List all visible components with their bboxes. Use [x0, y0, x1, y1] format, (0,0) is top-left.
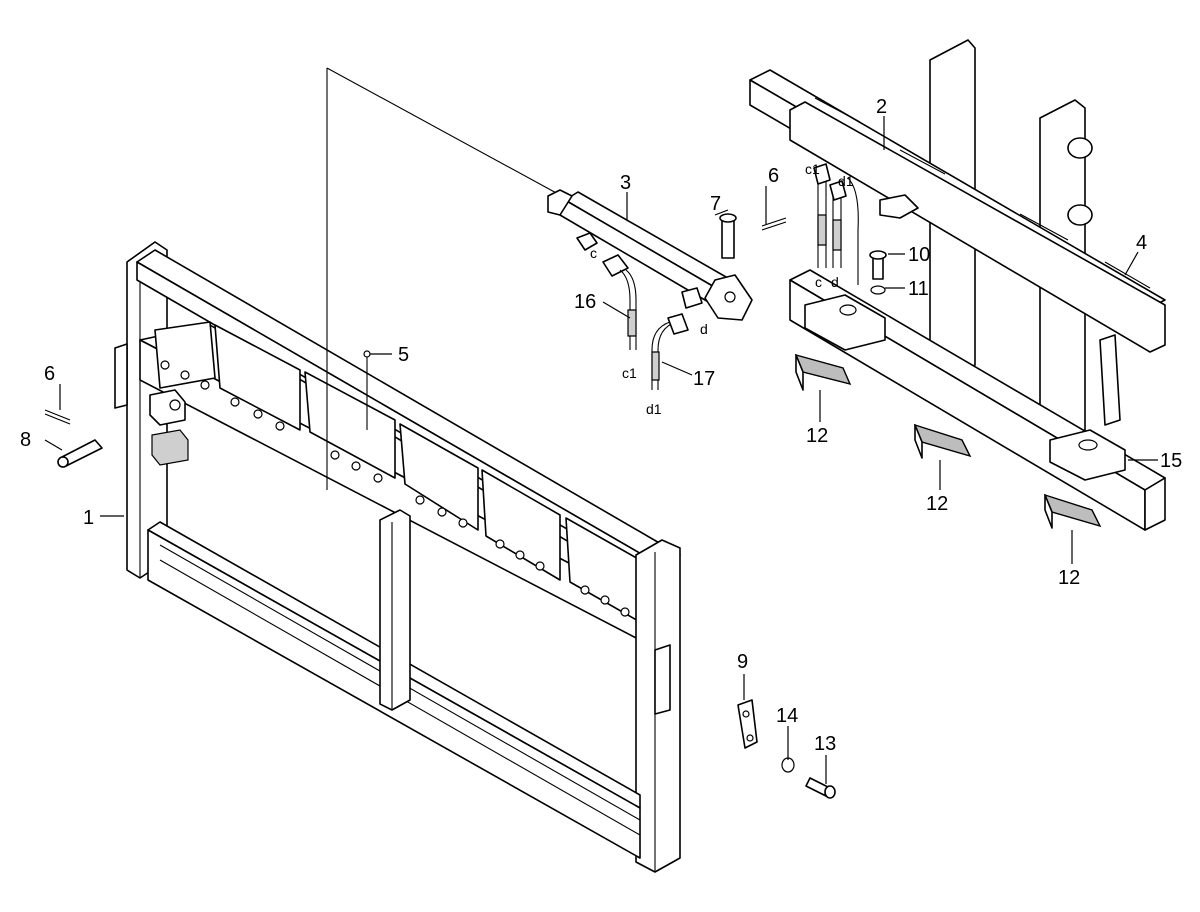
port-label-d-cylinder: d — [700, 321, 708, 337]
port-label-c-cylinder: c — [590, 245, 597, 261]
port-label-d-top: d — [831, 274, 839, 290]
leader-lines — [44, 116, 1158, 784]
callout-8: 8 — [20, 429, 31, 451]
callout-13: 13 — [814, 733, 836, 755]
callout-labels: 1 2 3 4 5 6 6 7 8 9 10 11 12 12 12 13 14… — [20, 96, 1182, 755]
callout-14: 14 — [776, 705, 798, 727]
callout-10: 10 — [908, 244, 930, 266]
fork-carriage-frame — [114, 67, 681, 873]
frame-holes — [160, 360, 630, 617]
hoses — [619, 163, 859, 390]
callout-7: 7 — [710, 193, 721, 215]
callout-4: 4 — [1136, 232, 1147, 254]
slide-pads — [794, 353, 1102, 529]
side-shift-bar — [749, 39, 1166, 531]
port-label-d1-hose: d1 — [646, 401, 662, 417]
callout-9: 9 — [737, 651, 748, 673]
callout-5: 5 — [398, 344, 409, 366]
callout-3: 3 — [620, 172, 631, 194]
callout-6-top: 6 — [768, 165, 779, 187]
callout-12-b: 12 — [926, 493, 948, 515]
callout-11: 11 — [908, 278, 929, 300]
callout-17: 17 — [693, 368, 715, 390]
callout-12-c: 12 — [1058, 567, 1080, 589]
callout-1: 1 — [83, 507, 94, 529]
callout-15: 15 — [1160, 450, 1182, 472]
callout-6-left: 6 — [44, 363, 55, 385]
hydraulic-cylinder — [547, 189, 753, 321]
port-label-c1-top: c1 — [805, 161, 820, 177]
callout-12-a: 12 — [806, 425, 828, 447]
port-labels: c d c1 d1 c1 d1 c d — [590, 161, 854, 417]
port-label-d1-top: d1 — [838, 173, 854, 189]
callout-16: 16 — [574, 291, 596, 313]
port-label-c1-hose: c1 — [622, 365, 637, 381]
port-label-c-top: c — [815, 274, 822, 290]
callout-2: 2 — [876, 96, 887, 118]
small-parts — [44, 213, 887, 799]
